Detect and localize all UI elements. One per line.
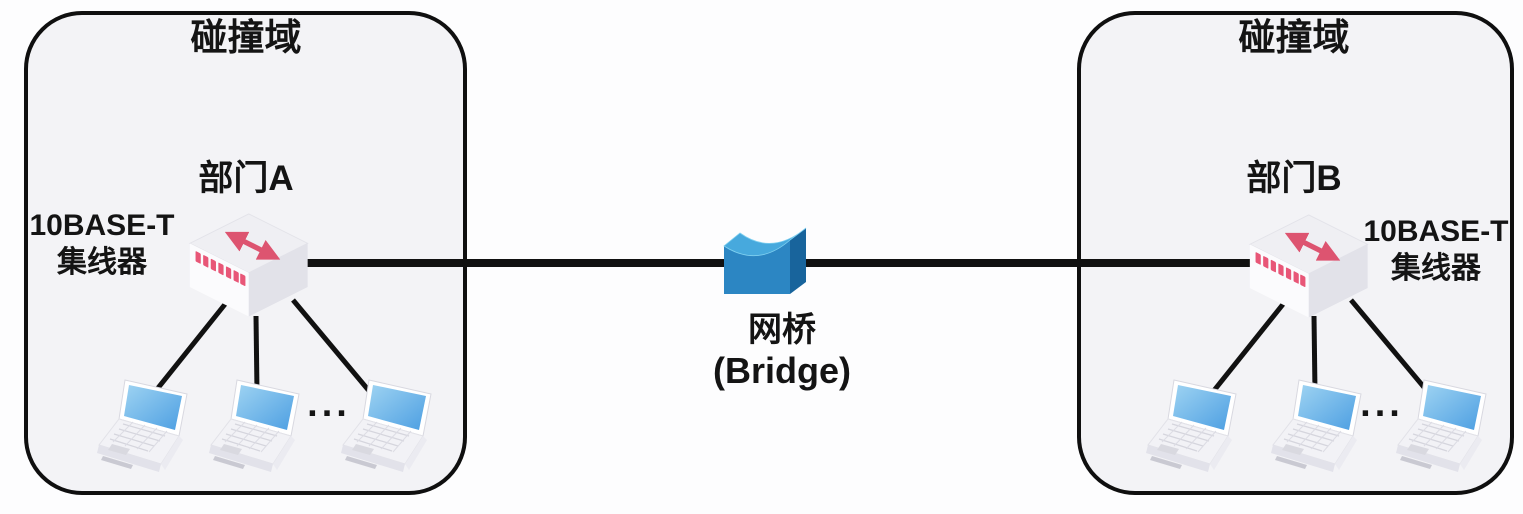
hub-a-label-line1: 10BASE-T (29, 209, 175, 242)
hub-a-laptop3-line (291, 298, 377, 400)
collision-domain-a-title: 碰撞域 (190, 17, 302, 58)
laptop-b1-icon (1145, 379, 1237, 473)
hub-a-label-line2: 集线器 (57, 245, 147, 279)
hub-a-label: 10BASE-T 集线器 (22, 208, 182, 281)
bridge-icon (723, 227, 807, 295)
department-a-label: 部门A (198, 159, 294, 198)
department-b-label: 部门B (1246, 159, 1342, 198)
collision-domain-b-title: 碰撞域 (1238, 17, 1350, 58)
hub-b-laptop2-line (1311, 315, 1318, 393)
bridge-label: 网桥 (Bridge) (672, 310, 892, 393)
hub-b-label: 10BASE-T 集线器 (1356, 214, 1516, 287)
hub-a-laptop2-line (253, 315, 260, 393)
more-laptops-ellipsis-b: ... (1360, 383, 1404, 425)
hub-b-label-line1: 10BASE-T (1363, 215, 1509, 248)
bridge-label-cn: 网桥 (748, 311, 816, 349)
hub-a-laptop1-line (148, 301, 228, 400)
laptop-a2-icon (208, 379, 300, 473)
hub-b-label-line2: 集线器 (1391, 251, 1481, 285)
more-laptops-ellipsis-a: ... (307, 383, 351, 425)
hub-a-icon (190, 214, 308, 317)
hub-b-laptop1-line (1206, 301, 1286, 400)
hub-b-laptop3-line (1349, 298, 1435, 400)
laptop-b2-icon (1270, 379, 1362, 473)
laptop-a1-icon (96, 379, 188, 473)
bridge-label-en: (Bridge) (713, 350, 851, 392)
